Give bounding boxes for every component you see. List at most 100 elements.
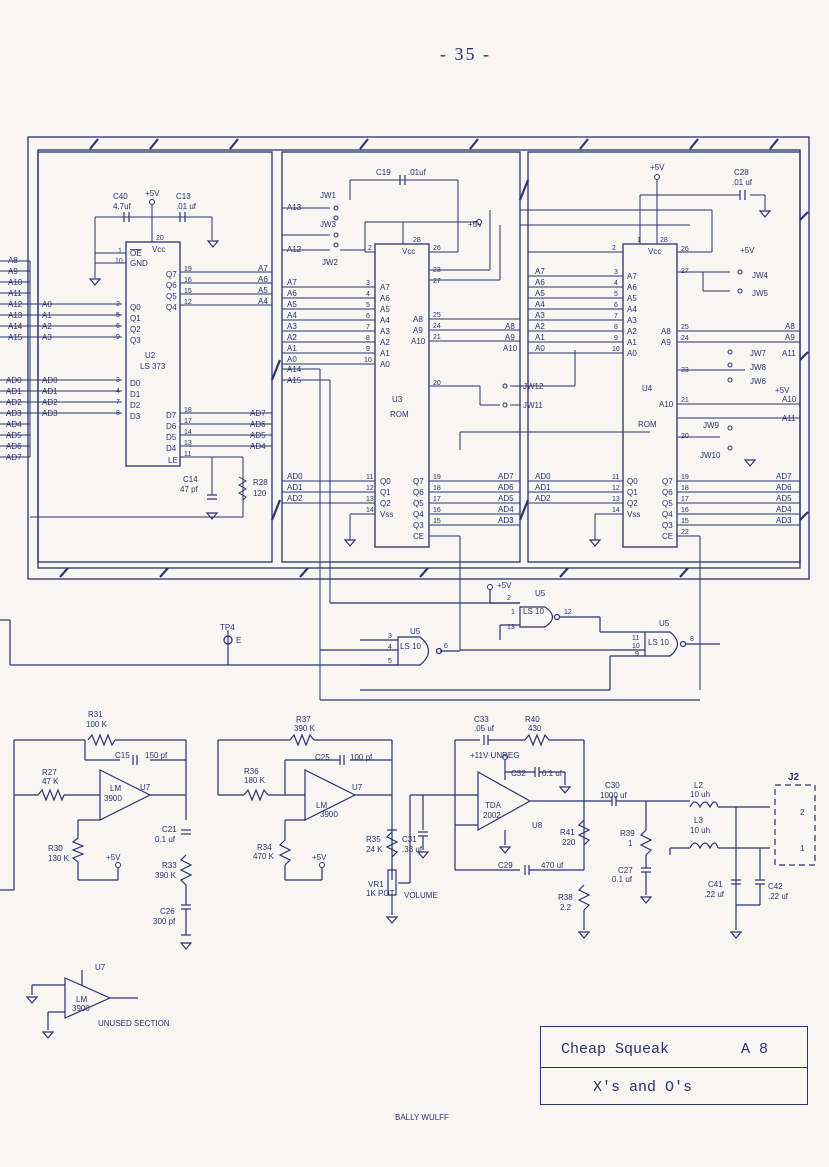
- board-outline: [27, 136, 810, 580]
- schematic-label: U7: [352, 783, 363, 792]
- schematic-label: AD0: [287, 472, 303, 481]
- schematic-label: C32: [511, 769, 526, 778]
- schematic-label: R41: [560, 828, 575, 837]
- schematic-label: 21: [681, 397, 689, 404]
- schematic-label: L3: [694, 816, 703, 825]
- schematic-label: AD7: [498, 472, 514, 481]
- schematic-label: ROM: [390, 410, 409, 419]
- schematic-label: 27: [433, 278, 441, 285]
- schematic-label: +5V: [740, 246, 755, 255]
- schematic-label: A6: [627, 283, 637, 292]
- schematic-label: 3: [614, 269, 618, 276]
- schematic-label: 2.2: [560, 903, 572, 912]
- schematic-label: 1: [628, 839, 633, 848]
- schematic-label: 24 K: [366, 845, 383, 854]
- schematic-label: AD4: [776, 505, 792, 514]
- schematic-label: A5: [287, 300, 297, 309]
- schematic-label: .33 uf: [402, 845, 423, 854]
- schematic-label: Q5: [662, 499, 673, 508]
- schematic-label: A9: [8, 267, 18, 276]
- schematic-label: 7: [366, 324, 370, 331]
- schematic-label: LM: [110, 784, 121, 793]
- schematic-label: R34: [257, 843, 272, 852]
- schematic-label: R33: [162, 861, 177, 870]
- schematic-label: 2: [116, 301, 120, 308]
- schematic-label: A12: [287, 245, 302, 254]
- schematic-label: A4: [627, 305, 637, 314]
- schematic-label: 13: [366, 496, 374, 503]
- schematic-label: 10: [364, 357, 372, 364]
- page-number: - 35 -: [440, 44, 491, 64]
- schematic-label: AD2: [6, 398, 22, 407]
- schematic-label: 17: [433, 496, 441, 503]
- schematic-label: Vcc: [402, 247, 415, 256]
- schematic-label: A8: [505, 322, 515, 331]
- schematic-label: 6: [444, 643, 448, 650]
- schematic-label: 15: [433, 518, 441, 525]
- schematic-label: 20: [156, 235, 164, 242]
- schematic-label: 14: [184, 429, 192, 436]
- schematic-label: 8: [116, 410, 120, 417]
- schematic-label: A3: [627, 316, 637, 325]
- schematic-label: JW11: [523, 401, 543, 410]
- schematic-label: 28: [660, 237, 668, 244]
- schematic-label: D2: [130, 401, 141, 410]
- schematic-label: D6: [166, 422, 177, 431]
- schematic-label: 3: [116, 377, 120, 384]
- schematic-label: D4: [166, 444, 177, 453]
- schematic-label: 8: [614, 324, 618, 331]
- schematic-label: AD4: [250, 442, 266, 451]
- schematic-label: A6: [258, 275, 268, 284]
- schematic-label: D3: [130, 412, 141, 421]
- schematic-label: Q6: [166, 281, 177, 290]
- schematic-label: 2: [368, 245, 372, 252]
- schematic-label: R38: [558, 893, 573, 902]
- schematic-label: R36: [244, 767, 259, 776]
- schematic-label: A6: [287, 289, 297, 298]
- schematic-label: Q5: [166, 292, 177, 301]
- schematic-label: A2: [627, 327, 637, 336]
- schematic-label: A15: [8, 333, 23, 342]
- schematic-label: 11: [366, 474, 373, 481]
- u3-rom: [374, 243, 430, 548]
- schematic-label: +5V: [497, 581, 512, 590]
- schematic-label: 1: [511, 609, 515, 616]
- schematic-label: LS 373: [140, 362, 166, 371]
- schematic-label: AD5: [776, 494, 792, 503]
- schematic-label: 24: [433, 323, 441, 330]
- schematic-label: JW7: [750, 349, 767, 358]
- schematic-label: +5V: [145, 189, 160, 198]
- schematic-label: JW9: [703, 421, 720, 430]
- schematic-label: 12: [564, 609, 572, 616]
- schematic-label: 12: [366, 485, 374, 492]
- schematic-label: 4: [388, 644, 392, 651]
- schematic-label: 12: [184, 299, 192, 306]
- schematic-label: A8: [8, 256, 18, 265]
- schematic-label: 16: [433, 507, 441, 514]
- schematic-label: A10: [8, 278, 23, 287]
- schematic-label: AD1: [535, 483, 551, 492]
- schematic-label: 1000 uf: [600, 791, 627, 800]
- schematic-label: L2: [694, 781, 703, 790]
- schematic-label: AD6: [6, 442, 22, 451]
- schematic-label: UNUSED SECTION: [98, 1019, 170, 1028]
- schematic-label: 2: [612, 245, 616, 252]
- schematic-label: A9: [413, 326, 423, 335]
- schematic-label: 11: [612, 474, 619, 481]
- schematic-label: A1: [627, 338, 637, 347]
- schematic-label: 0.1 uf: [155, 835, 176, 844]
- schematic-label: 2: [507, 595, 511, 602]
- schematic-label: 9: [635, 651, 639, 658]
- schematic-label: .01 uf: [176, 202, 197, 211]
- left-edge-labels: A8 A9 A10 A11 A12 A13 A14 A15 AD0 AD1 AD…: [6, 256, 23, 462]
- schematic-label: AD0: [6, 376, 22, 385]
- schematic-label: C21: [162, 825, 177, 834]
- footer-publisher: BALLY WULFF: [395, 1113, 449, 1122]
- schematic-label: 3900: [104, 794, 122, 803]
- schematic-label: A5: [627, 294, 637, 303]
- schematic-label: U5: [410, 627, 421, 636]
- schematic-label: 19: [433, 474, 441, 481]
- schematic-label: 7: [614, 313, 618, 320]
- schematic-label: +5V: [106, 853, 121, 862]
